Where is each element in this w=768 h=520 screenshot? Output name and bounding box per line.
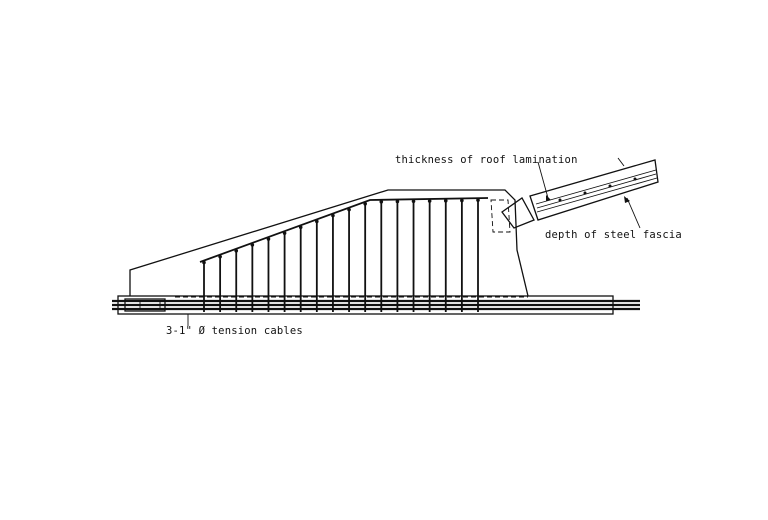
stirrup-group xyxy=(202,198,480,312)
stirrup-top-node xyxy=(379,200,384,204)
lamination-line-1 xyxy=(535,169,657,205)
steel-fascia-leader xyxy=(626,197,641,229)
stirrup-top-node xyxy=(411,199,416,204)
cable-anchor xyxy=(124,298,166,312)
roof-lamination-member xyxy=(501,159,659,229)
fascia-top-tick xyxy=(617,157,625,167)
tension-cable-assembly xyxy=(112,295,640,315)
stirrup-top-node xyxy=(460,198,464,203)
stirrup-top-node xyxy=(395,199,400,204)
stirrup-top-node xyxy=(427,199,432,203)
lamination-line-3 xyxy=(536,177,658,213)
top-reinforcement-bar xyxy=(199,197,489,263)
cable-anchor-plate xyxy=(139,300,161,310)
roof-lamination-label: thickness of roof lamination xyxy=(395,154,578,166)
tension-cables-label: 3-1" Ø tension cables xyxy=(166,325,303,337)
concrete-outline xyxy=(129,189,529,297)
steel-fascia-label: depth of steel fascia xyxy=(545,229,682,241)
fascia-outline xyxy=(529,159,659,221)
stirrup-top-node xyxy=(476,198,480,202)
bearing-shoe xyxy=(501,197,535,229)
roof-lamination-leader xyxy=(537,161,549,199)
bearing-pocket xyxy=(490,199,511,233)
stirrup-top-node xyxy=(443,198,448,203)
lamination-line-2 xyxy=(536,173,657,209)
